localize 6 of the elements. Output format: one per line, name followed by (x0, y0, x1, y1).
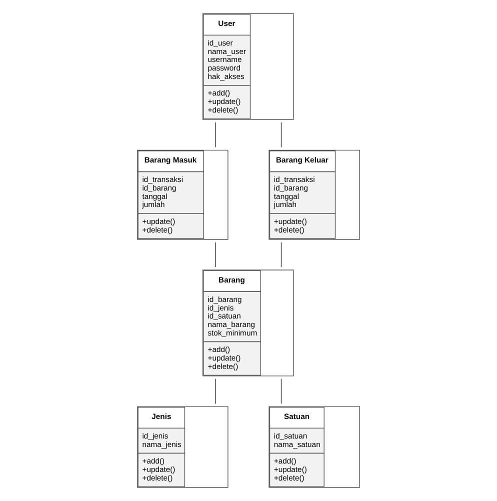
connector (215, 378, 216, 404)
connector (280, 378, 282, 404)
connector (215, 122, 216, 148)
connector (280, 122, 282, 148)
connector (215, 242, 216, 268)
connector (280, 242, 282, 268)
